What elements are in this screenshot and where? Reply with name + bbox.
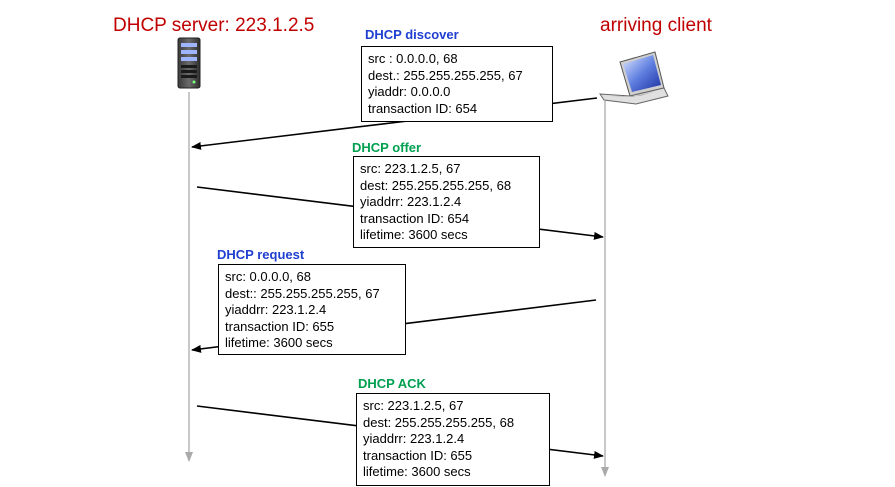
server-icon [177, 37, 201, 89]
offer-title: DHCP offer [352, 140, 422, 155]
request-line-src: src: 0.0.0.0, 68 [225, 269, 311, 284]
offer-line-lifetime: lifetime: 3600 secs [360, 227, 468, 243]
offer-line-transaction: transaction ID: 654 [360, 210, 470, 226]
ack-line-yiaddr: yiaddrr: 223.1.2.4 [363, 431, 465, 447]
offer-line-dest: dest: 255.255.255.255, 68 [360, 177, 512, 193]
client-label: arriving client [600, 15, 712, 36]
ack-message-box: src: 223.1.2.5, 67 dest: 255.255.255.255… [356, 393, 550, 486]
offer-line-yiaddr: yiaddrr: 223.1.2.4 [360, 194, 462, 210]
discover-line-src: src : 0.0.0.0, 68 [368, 51, 458, 66]
discover-title: DHCP discover [365, 27, 459, 42]
discover-line-dest: dest.: 255.255.255.255, 67 [368, 67, 523, 83]
offer-message-box: src: 223.1.2.5, 67 dest: 255.255.255.255… [353, 156, 540, 248]
discover-message-box: src : 0.0.0.0, 68 dest.: 255.255.255.255… [361, 46, 553, 122]
request-line-yiaddr: yiaddrr: 223.1.2.4 [225, 302, 327, 318]
ack-line-transaction: transaction ID: 655 [363, 447, 473, 463]
ack-line-src: src: 223.1.2.5, 67 [363, 398, 464, 413]
discover-line-yiaddr: yiaddr: 0.0.0.0 [368, 84, 451, 100]
laptop-icon [599, 51, 669, 105]
request-line-transaction: transaction ID: 655 [225, 318, 335, 334]
ack-title: DHCP ACK [358, 376, 426, 391]
request-title: DHCP request [217, 247, 305, 262]
request-line-dest: dest:: 255.255.255.255, 67 [225, 285, 380, 301]
request-line-lifetime: lifetime: 3600 secs [225, 335, 333, 351]
server-label: DHCP server: 223.1.2.5 [113, 15, 315, 36]
offer-line-src: src: 223.1.2.5, 67 [360, 161, 461, 176]
ack-line-dest: dest: 255.255.255.255, 68 [363, 414, 515, 430]
ack-line-lifetime: lifetime: 3600 secs [363, 464, 471, 480]
request-message-box: src: 0.0.0.0, 68 dest:: 255.255.255.255,… [218, 264, 406, 355]
discover-line-transaction: transaction ID: 654 [368, 100, 478, 116]
